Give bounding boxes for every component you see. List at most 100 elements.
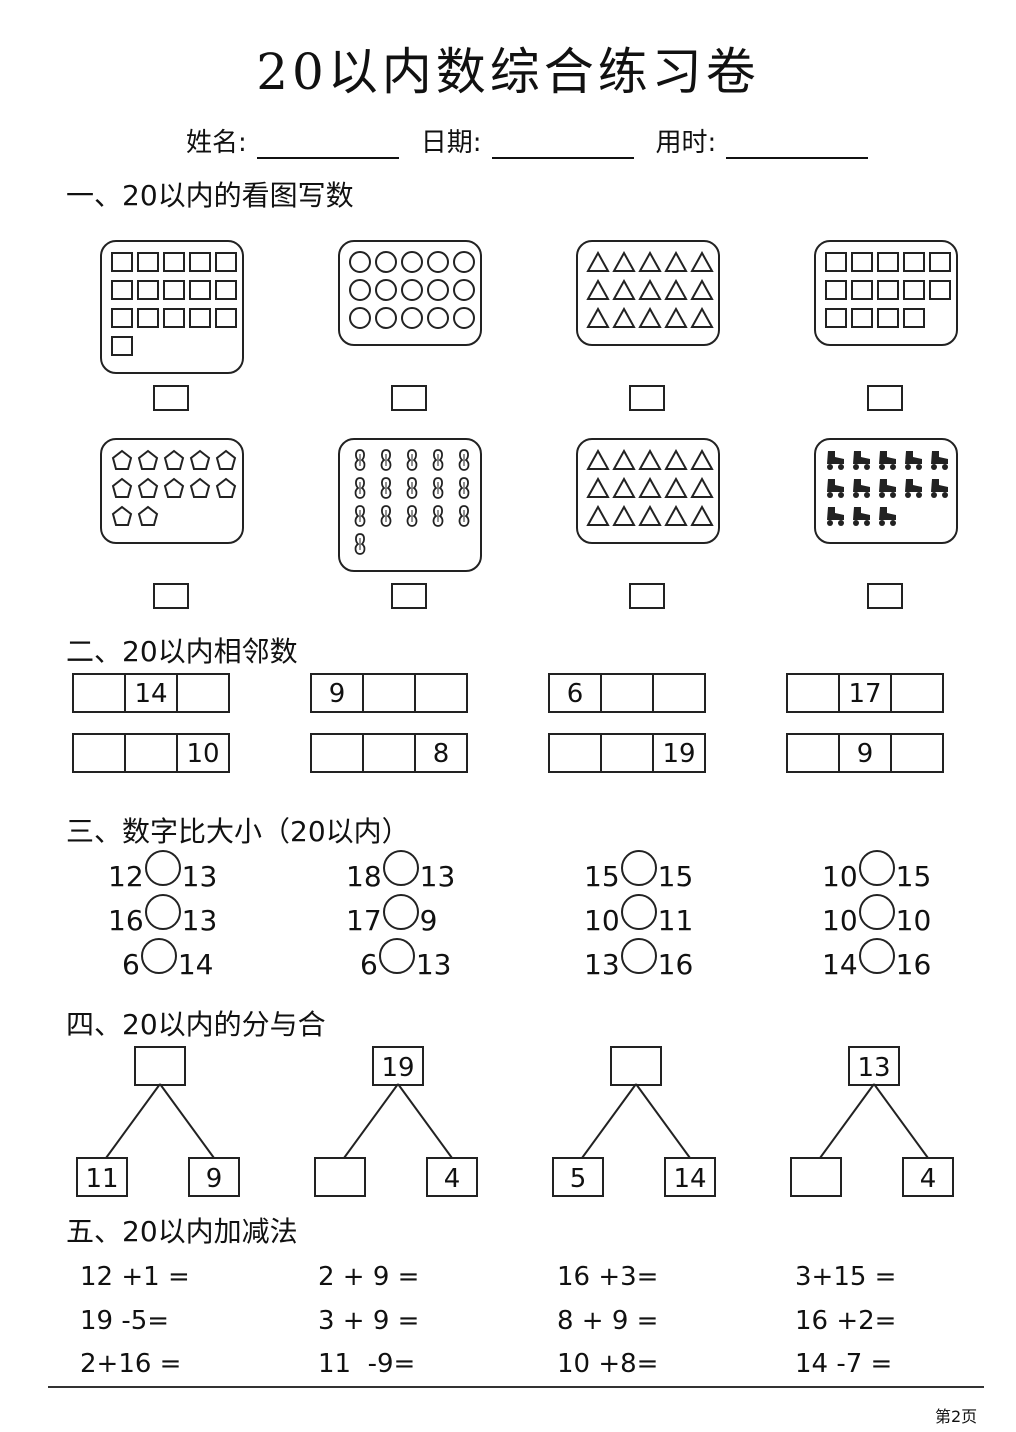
compare-circle[interactable] [144, 850, 181, 886]
blank-cell[interactable] [788, 735, 840, 771]
equation[interactable]: 2+16 = [80, 1349, 182, 1379]
blank-cell[interactable] [602, 735, 654, 771]
square-shape [825, 252, 847, 272]
square-icon [823, 278, 849, 302]
equation[interactable]: 3+15 = [795, 1262, 897, 1292]
left-blank-box[interactable] [790, 1157, 842, 1197]
blank-cell[interactable] [74, 675, 126, 711]
equation[interactable]: 12 +1 = [80, 1262, 190, 1292]
compare-circle[interactable] [140, 938, 177, 974]
shape-grid [347, 448, 477, 556]
square-icon [213, 306, 239, 330]
square-icon [927, 250, 953, 274]
answer-box[interactable] [629, 385, 665, 411]
compare-circle[interactable] [144, 894, 181, 930]
blank-cell[interactable] [550, 735, 602, 771]
triangle-icon [663, 504, 689, 528]
time-blank[interactable] [726, 127, 869, 159]
equation[interactable]: 2 + 9 = [318, 1262, 420, 1292]
answer-box[interactable] [867, 583, 903, 609]
name-blank[interactable] [256, 127, 399, 159]
compare-circle[interactable] [858, 850, 895, 886]
equation[interactable]: 16 +3= [557, 1262, 659, 1292]
answer-box[interactable] [153, 583, 189, 609]
square-shape [903, 308, 925, 328]
split-branch-lines [105, 1083, 215, 1159]
left-number: 13 [584, 947, 620, 981]
skate-icon [849, 504, 875, 528]
peanut-icon [347, 504, 373, 528]
right-number: 10 [895, 903, 932, 937]
equation[interactable]: 14 -7 = [795, 1349, 893, 1379]
pentagon-icon [161, 476, 187, 500]
right-number-box: 9 [188, 1157, 240, 1197]
blank-cell[interactable] [416, 675, 466, 711]
compare-circle[interactable] [620, 938, 657, 974]
peanut-icon [425, 504, 451, 528]
skate-icon [901, 476, 927, 500]
compare-item: 6 14 [108, 938, 214, 982]
picture-panel [814, 438, 958, 544]
square-shape [215, 280, 237, 300]
square-icon [213, 250, 239, 274]
compare-circle[interactable] [382, 850, 419, 886]
left-number: 6 [122, 947, 140, 981]
equation[interactable]: 19 -5= [80, 1306, 170, 1336]
left-number: 10 [822, 859, 858, 893]
triangle-icon [637, 278, 663, 302]
top-blank-box[interactable] [610, 1046, 662, 1086]
compare-circle[interactable] [620, 894, 657, 930]
equation[interactable]: 11 -9= [318, 1349, 416, 1379]
given-number: 9 [312, 675, 364, 711]
picture-panel [576, 240, 720, 346]
square-icon [213, 278, 239, 302]
pentagon-icon [135, 504, 161, 528]
blank-cell[interactable] [788, 675, 840, 711]
equation[interactable]: 3 + 9 = [318, 1306, 420, 1336]
skate-icon [875, 476, 901, 500]
compare-circle[interactable] [858, 938, 895, 974]
answer-box[interactable] [153, 385, 189, 411]
blank-cell[interactable] [178, 675, 228, 711]
circle-icon [347, 250, 373, 274]
square-icon [161, 250, 187, 274]
picture-panel [338, 438, 482, 572]
answer-box[interactable] [391, 385, 427, 411]
equation[interactable]: 16 +2= [795, 1306, 897, 1336]
compare-circle[interactable] [858, 894, 895, 930]
equation[interactable]: 8 + 9 = [557, 1306, 659, 1336]
peanut-icon [425, 448, 451, 472]
date-blank[interactable] [491, 127, 634, 159]
compare-circle[interactable] [620, 850, 657, 886]
compare-circle[interactable] [382, 894, 419, 930]
answer-box[interactable] [391, 583, 427, 609]
square-shape [163, 280, 185, 300]
left-blank-box[interactable] [314, 1157, 366, 1197]
blank-cell[interactable] [892, 675, 942, 711]
section-4-heading: 四、20以内的分与合 [66, 1008, 326, 1041]
page-title: 20以内数综合练习卷 [256, 43, 760, 101]
blank-cell[interactable] [364, 735, 416, 771]
right-number: 14 [177, 947, 214, 981]
given-number: 9 [840, 735, 892, 771]
answer-box[interactable] [867, 385, 903, 411]
top-blank-box[interactable] [134, 1046, 186, 1086]
blank-cell[interactable] [74, 735, 126, 771]
blank-cell[interactable] [654, 675, 704, 711]
pentagon-icon [109, 504, 135, 528]
equation[interactable]: 10 +8= [557, 1349, 659, 1379]
blank-cell[interactable] [892, 735, 942, 771]
skate-icon [875, 504, 901, 528]
blank-cell[interactable] [602, 675, 654, 711]
blank-cell[interactable] [126, 735, 178, 771]
square-shape [215, 308, 237, 328]
peanut-icon [347, 532, 373, 556]
answer-box[interactable] [629, 583, 665, 609]
compare-circle[interactable] [378, 938, 415, 974]
blank-cell[interactable] [312, 735, 364, 771]
square-icon [161, 306, 187, 330]
blank-cell[interactable] [364, 675, 416, 711]
